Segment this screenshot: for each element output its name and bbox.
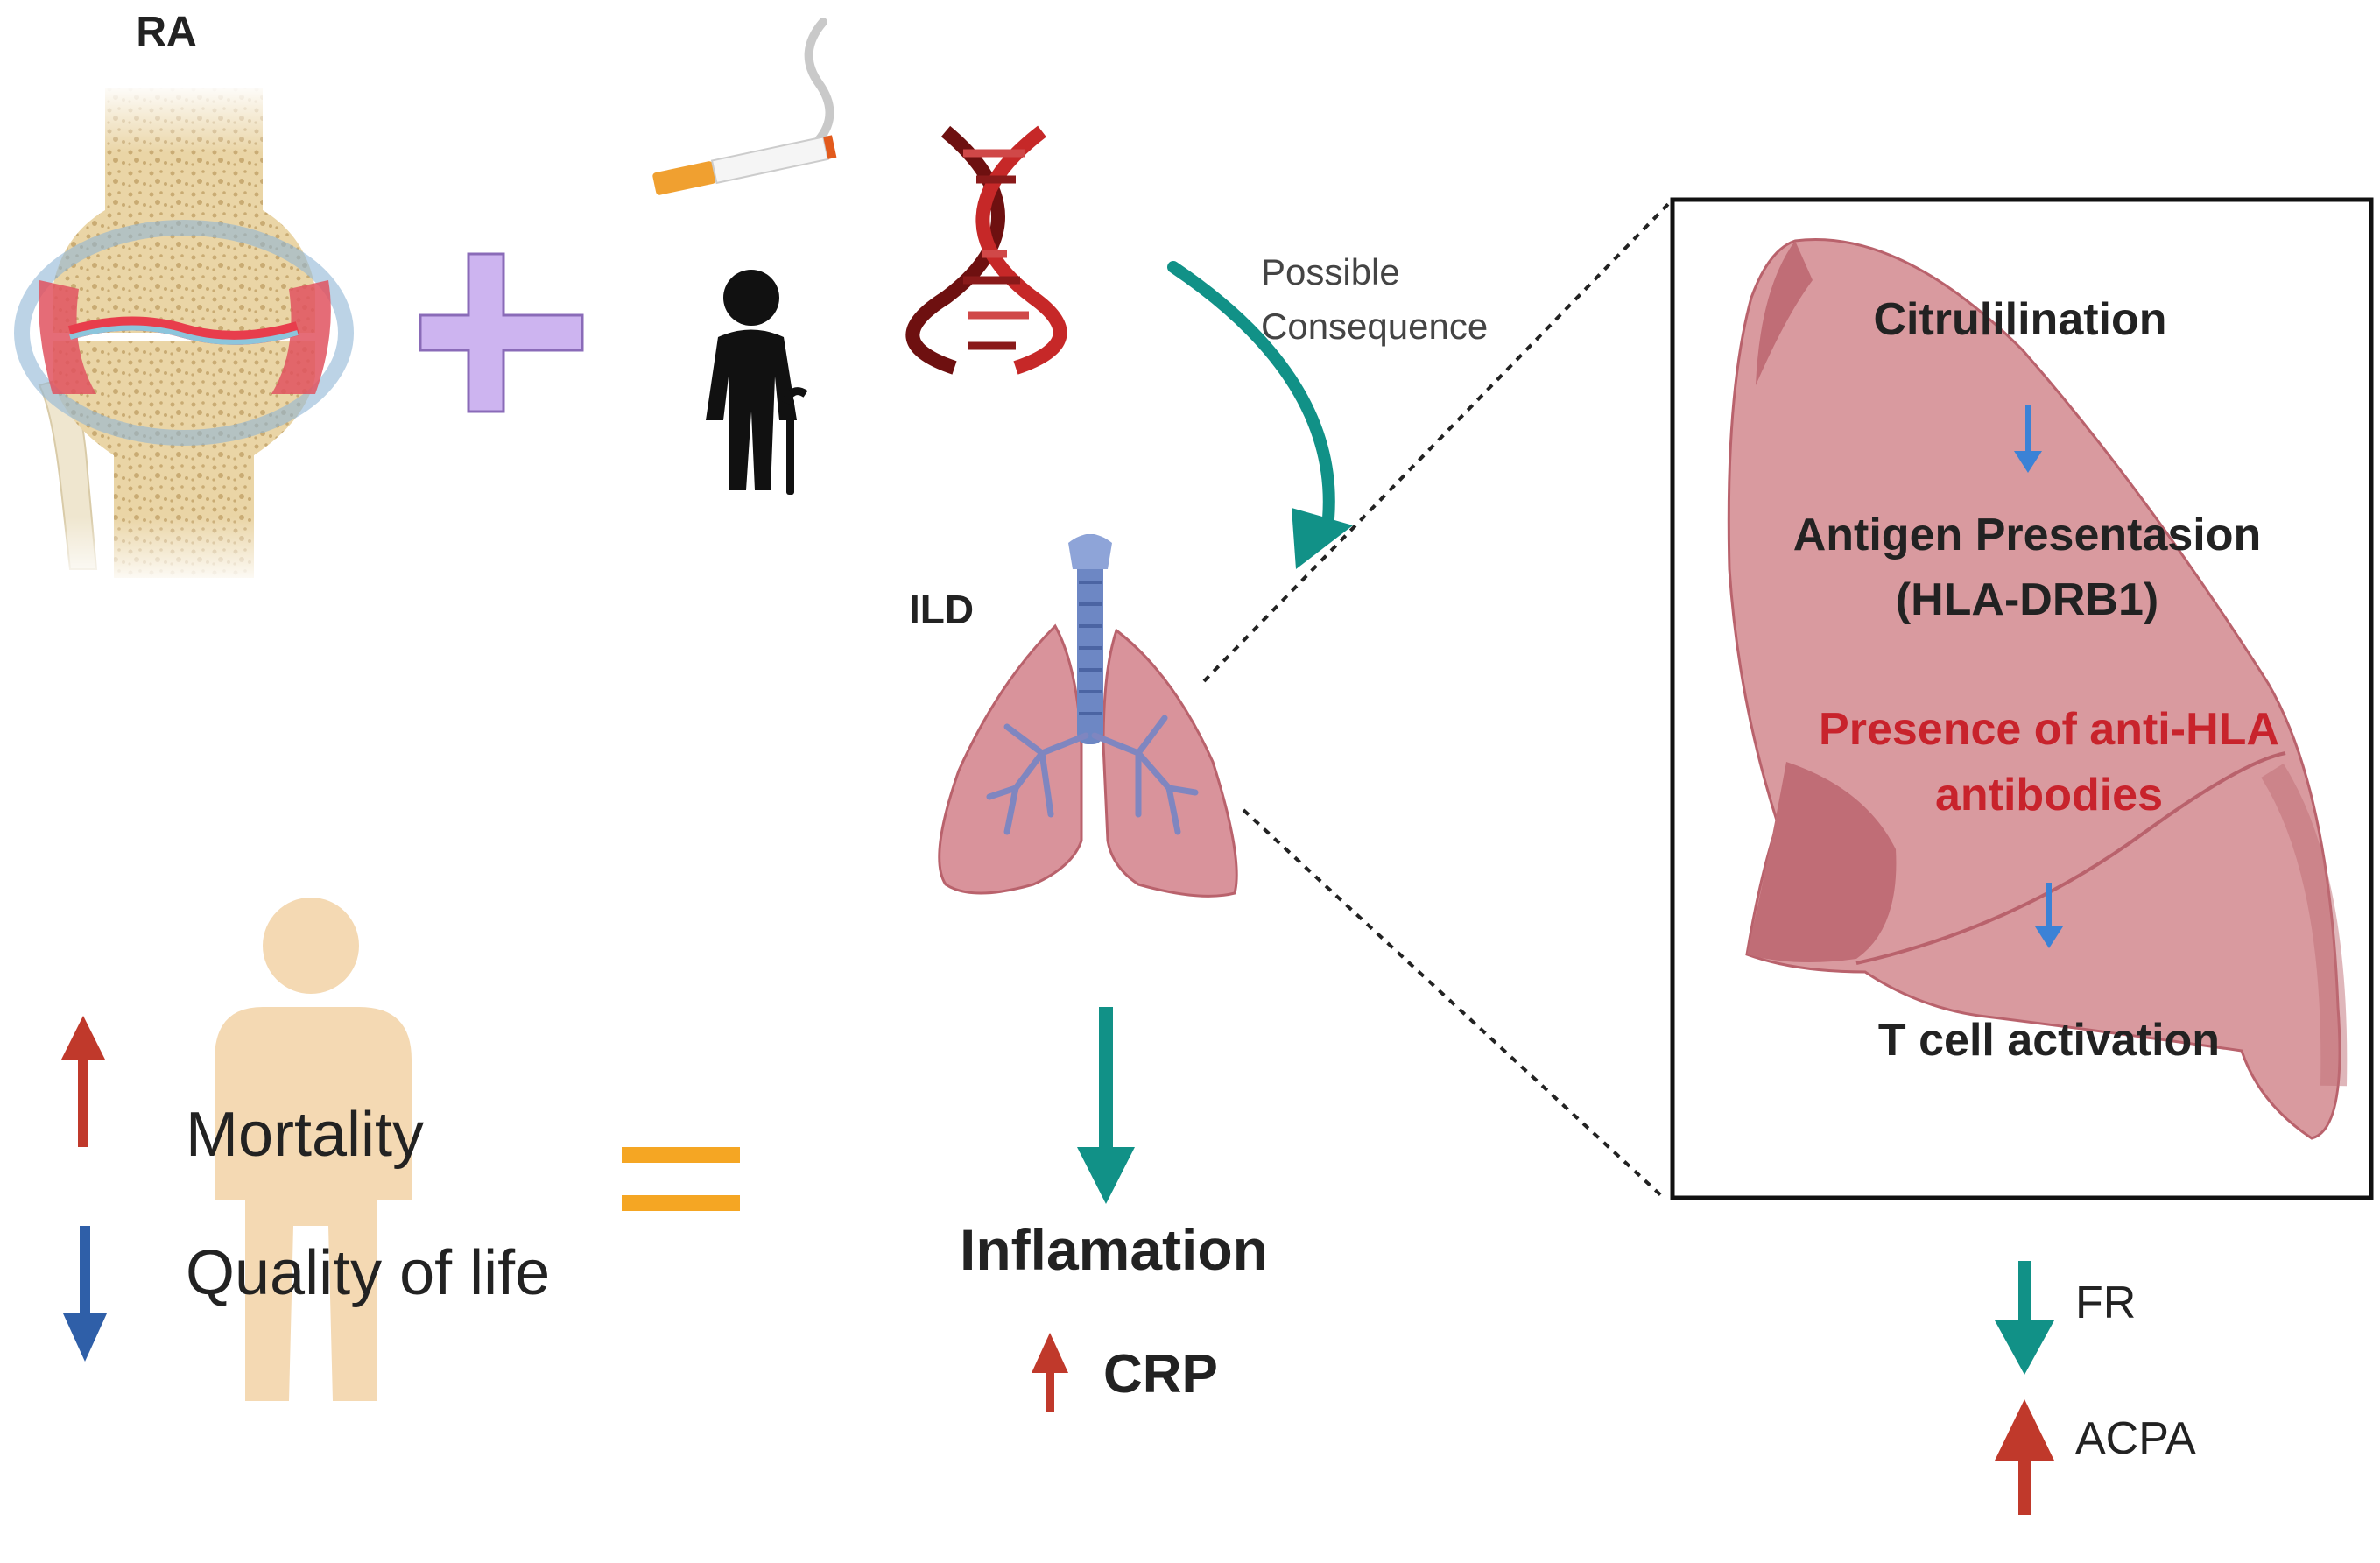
ild-label: ILD <box>909 587 974 632</box>
quality-label: Quality of life <box>186 1238 550 1308</box>
equals-icon <box>622 1147 740 1211</box>
possible-consequence-arrow <box>1167 261 1353 569</box>
fr-label: FR <box>2075 1278 2136 1328</box>
quality-down-arrow <box>63 1226 107 1362</box>
fr-down-arrow <box>1995 1261 2054 1375</box>
small-down-arrow-2 <box>2035 883 2063 948</box>
small-down-arrow-1 <box>2014 405 2042 473</box>
mortality-label: Mortality <box>186 1100 424 1170</box>
hla-label: (HLA-DRB1) <box>1896 574 2158 625</box>
inflamation-label: Inflamation <box>960 1217 1268 1282</box>
acpa-up-arrow <box>1995 1399 2054 1515</box>
lungs-icon <box>938 534 1238 898</box>
possible-label: Possible <box>1261 251 1400 292</box>
plus-icon <box>419 252 584 413</box>
antigen-label: Antigen Presentasion <box>1793 510 2262 560</box>
elderly-person-icon <box>706 270 808 495</box>
presence-label-2: antibodies <box>1935 770 2163 820</box>
person-silhouette-icon <box>215 898 412 1401</box>
zoom-line-bottom <box>1242 808 1665 1200</box>
acpa-label: ACPA <box>2075 1413 2196 1464</box>
tcell-label: T cell activation <box>1878 1015 2220 1066</box>
consequence-label: Consequence <box>1261 306 1488 347</box>
ra-label: RA <box>136 9 196 55</box>
joint-icon <box>14 83 354 587</box>
lung-zoom-icon <box>1727 238 2348 1140</box>
presence-label-1: Presence of anti-HLA <box>1819 704 2279 755</box>
dna-icon <box>905 125 1067 375</box>
citrullination-label: Citrulilination <box>1873 294 2166 345</box>
cigarette-icon <box>652 18 837 195</box>
inflamation-down-arrow <box>1077 1007 1135 1204</box>
crp-up-arrow <box>1032 1333 1068 1412</box>
crp-label: CRP <box>1103 1344 1218 1405</box>
mortality-up-arrow <box>61 1016 105 1147</box>
